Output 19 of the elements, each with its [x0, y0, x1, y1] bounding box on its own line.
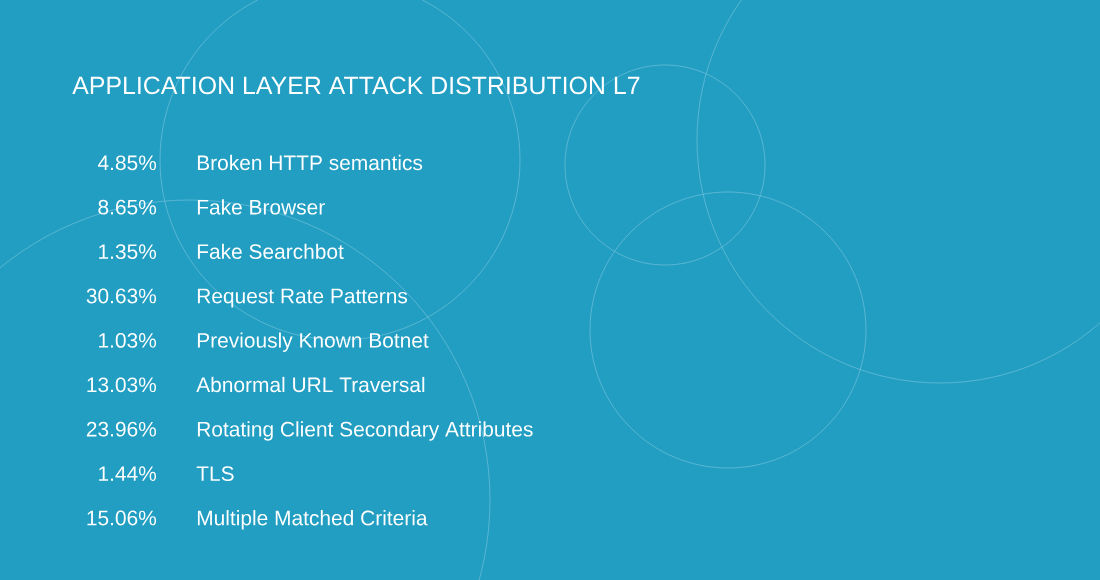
percentage: 8.65%: [98, 199, 157, 215]
category-label: Request Rate Patterns: [197, 288, 408, 308]
category-label: TLS: [196, 466, 234, 481]
category-label: Previously Known Botnet: [197, 332, 429, 352]
percentage: 13.03%: [87, 377, 157, 393]
percentage: 30.63%: [86, 288, 157, 304]
percentage: 15.06%: [87, 510, 157, 526]
category-label: Rotating Client Secondary Attributes: [197, 421, 533, 441]
percentage: 1.35%: [99, 244, 157, 259]
category-label: Broken HTTP semantics: [197, 154, 423, 171]
percentage: 1.44%: [99, 466, 157, 481]
percentage: 1.03%: [99, 333, 157, 348]
category-label: Fake Browser: [197, 199, 325, 215]
category-label: Abnormal URL Traversal: [196, 376, 425, 393]
category-label: Multiple Matched Criteria: [197, 510, 428, 530]
title: APPLICATION LAYER ATTACK DISTRIBUTION L7: [72, 76, 640, 95]
percentage: 4.85%: [97, 155, 157, 171]
category-label: Fake Searchbot: [197, 243, 344, 259]
percentage: 23.96%: [86, 421, 157, 437]
